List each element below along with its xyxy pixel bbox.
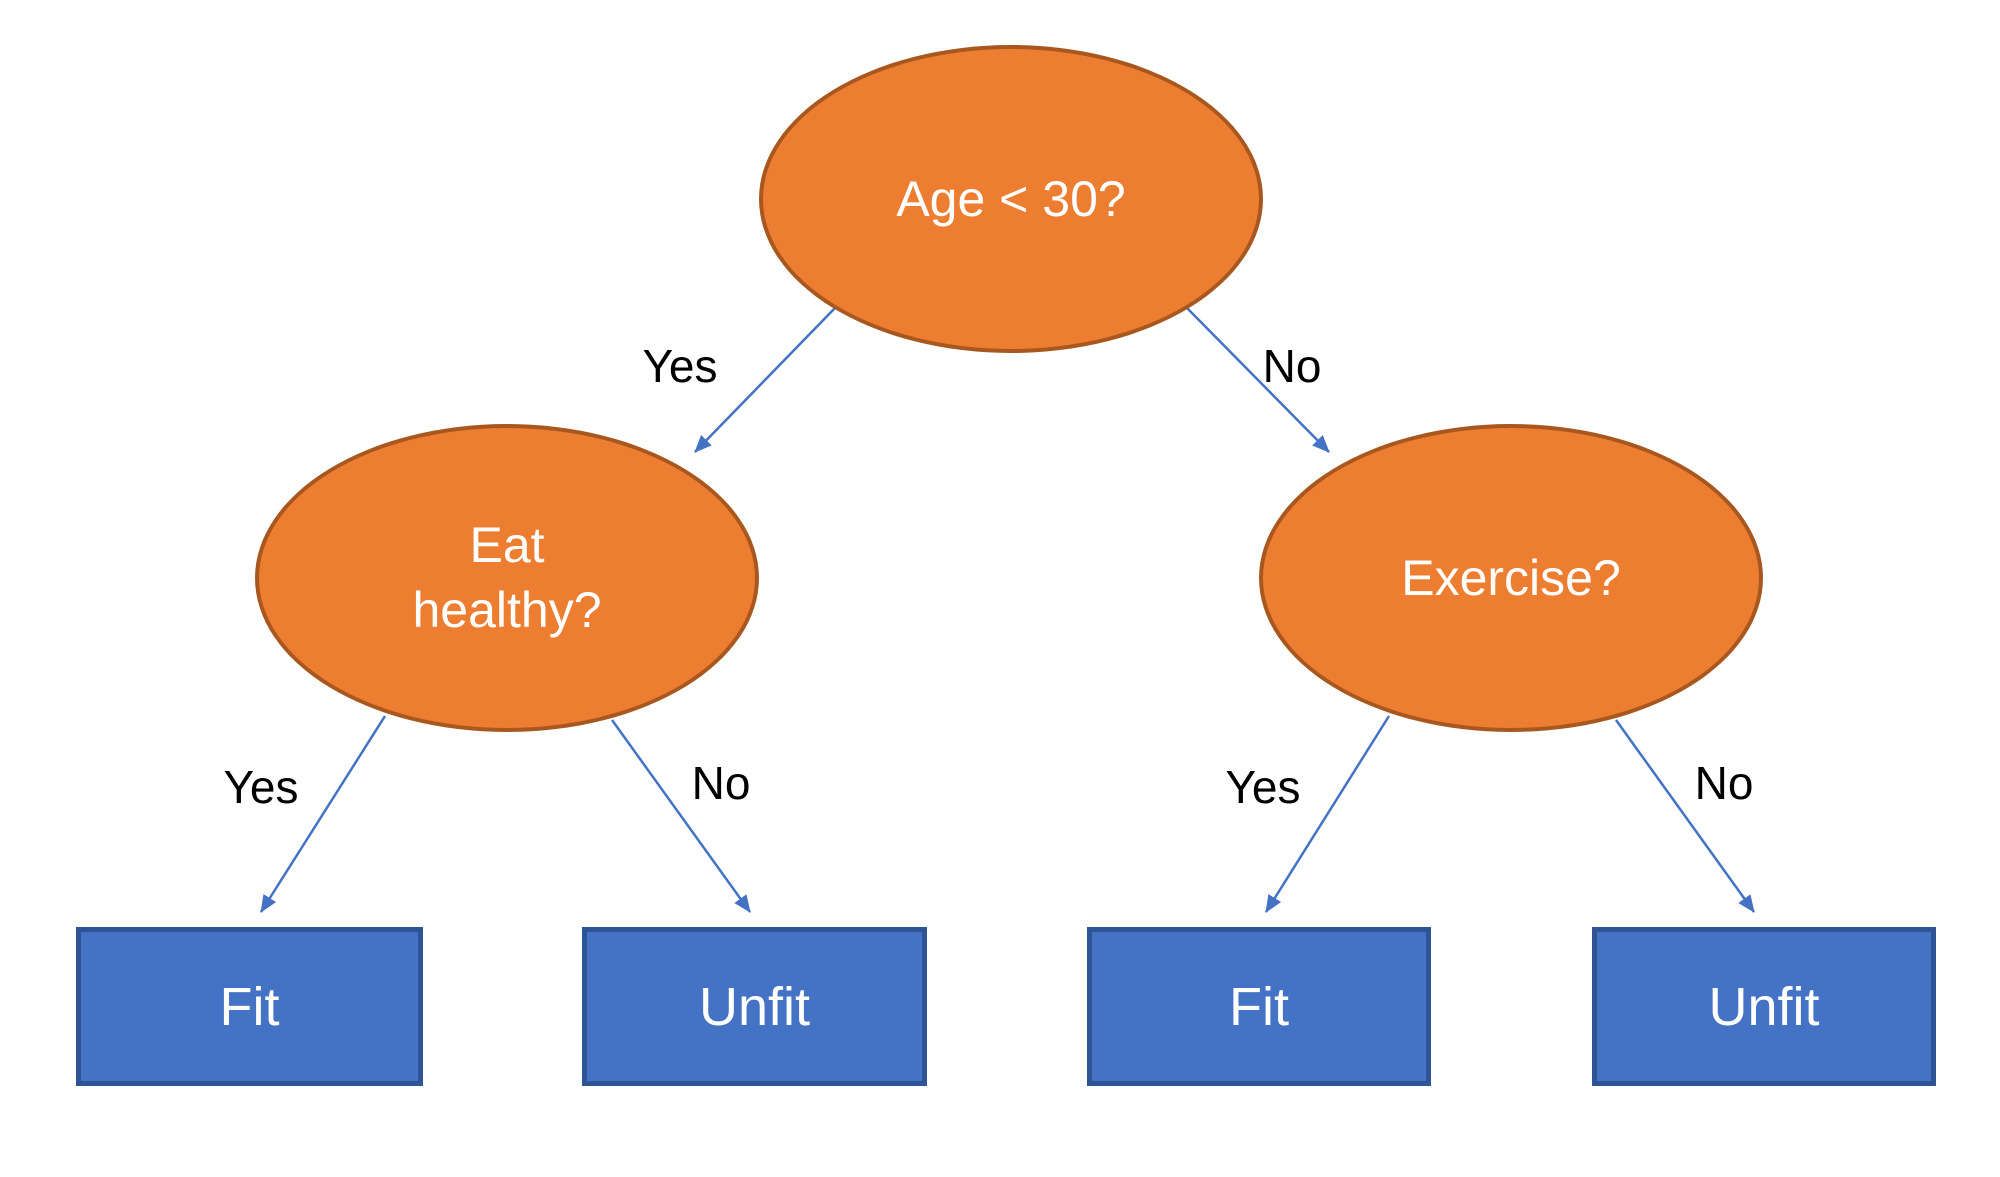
leaf-node-fit-left: Fit — [76, 927, 423, 1086]
decision-node-age: Age < 30? — [759, 45, 1263, 353]
leaf-node-unfit-left: Unfit — [582, 927, 927, 1086]
leaf-node-unfit-right-label: Unfit — [1708, 976, 1820, 1037]
edge-exercise-to-fit — [1264, 715, 1391, 913]
edge-eat-healthy-to-fit — [259, 715, 387, 913]
decision-node-age-label: Age < 30? — [896, 170, 1126, 227]
edge-label-exercise-no: No — [1694, 757, 1754, 809]
edge-label-root-yes: Yes — [642, 340, 718, 392]
edge-label-eat-healthy-yes: Yes — [223, 761, 299, 813]
edge-eat-healthy-to-unfit — [610, 719, 752, 913]
decision-node-eat-healthy-label-line1: Eat — [469, 517, 545, 573]
decision-node-exercise: Exercise? — [1259, 424, 1763, 732]
edge-label-root-no: No — [1262, 340, 1322, 392]
edge-label-eat-healthy-no: No — [691, 757, 751, 809]
decision-node-exercise-label: Exercise? — [1401, 549, 1621, 606]
edge-label-exercise-yes: Yes — [1225, 761, 1301, 813]
leaf-node-fit-right-label: Fit — [1229, 976, 1289, 1037]
edge-exercise-to-unfit — [1614, 719, 1756, 913]
leaf-node-unfit-left-label: Unfit — [698, 976, 811, 1037]
leaf-node-fit-left-label: Fit — [219, 976, 280, 1037]
decision-node-eat-healthy-label-line2: healthy? — [412, 582, 602, 638]
leaf-node-fit-right: Fit — [1087, 927, 1431, 1086]
leaf-node-unfit-right: Unfit — [1592, 927, 1936, 1086]
decision-node-eat-healthy: Eat healthy? — [255, 424, 759, 732]
